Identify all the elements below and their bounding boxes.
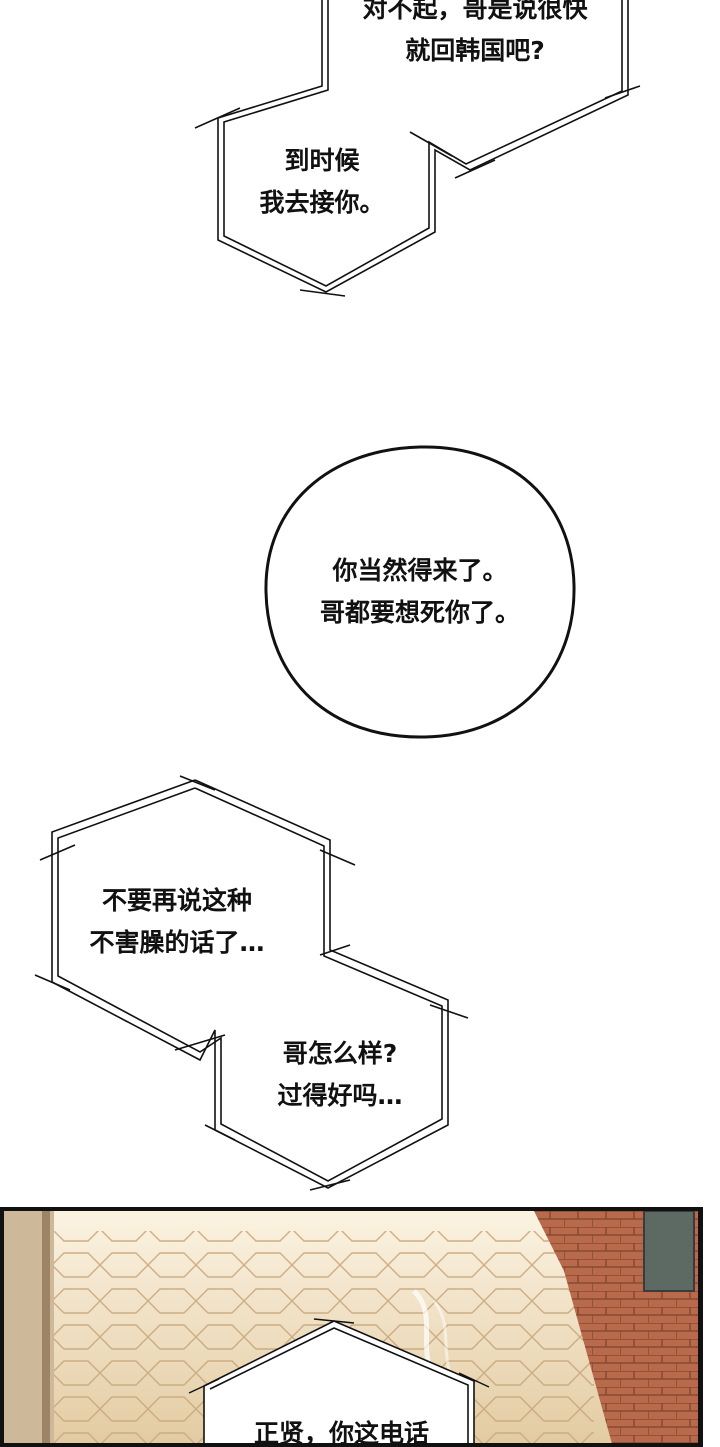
comic-panel-street: 正贤，你这电话 — [0, 1207, 703, 1447]
bubble-line: 正贤，你这电话 — [253, 1419, 429, 1447]
bubble-line: 对不起，哥是说很快 — [362, 0, 588, 23]
bubble-line: 到时候 — [284, 146, 360, 175]
round-bubble-text: 你当然得来了。 哥都要想死你了。 — [290, 550, 550, 634]
bubble-line: 不害臊的话了… — [89, 928, 265, 957]
round-bubble-outline — [264, 445, 576, 739]
hex-bubble-middle-outline — [34, 775, 469, 1191]
hex-bubble-panel-text: 正贤，你这电话 — [229, 1413, 454, 1447]
bubble-line: 就回韩国吧? — [405, 36, 545, 65]
bubble-line: 不要再说这种 — [101, 886, 252, 915]
bubble-line: 哥都要想死你了。 — [319, 598, 520, 627]
hex-bubble-top-left-text: 到时候 我去接你。 — [232, 140, 412, 224]
speech-bubble-outlines — [34, 0, 641, 1191]
hex-bubble-mid-right-text: 哥怎么样? 过得好吗… — [240, 1033, 440, 1117]
street-illustration — [4, 1211, 698, 1443]
bubble-line: 你当然得来了。 — [332, 556, 508, 585]
bubble-line: 我去接你。 — [259, 188, 385, 217]
hex-bubble-top-right-outline — [194, 0, 641, 297]
bubble-line: 过得好吗… — [277, 1081, 403, 1110]
hex-bubble-top-right-text: 对不起，哥是说很快 就回韩国吧? — [330, 0, 620, 72]
hex-bubble-mid-left-text: 不要再说这种 不害臊的话了… — [62, 880, 292, 964]
bubble-line: 哥怎么样? — [282, 1039, 398, 1068]
